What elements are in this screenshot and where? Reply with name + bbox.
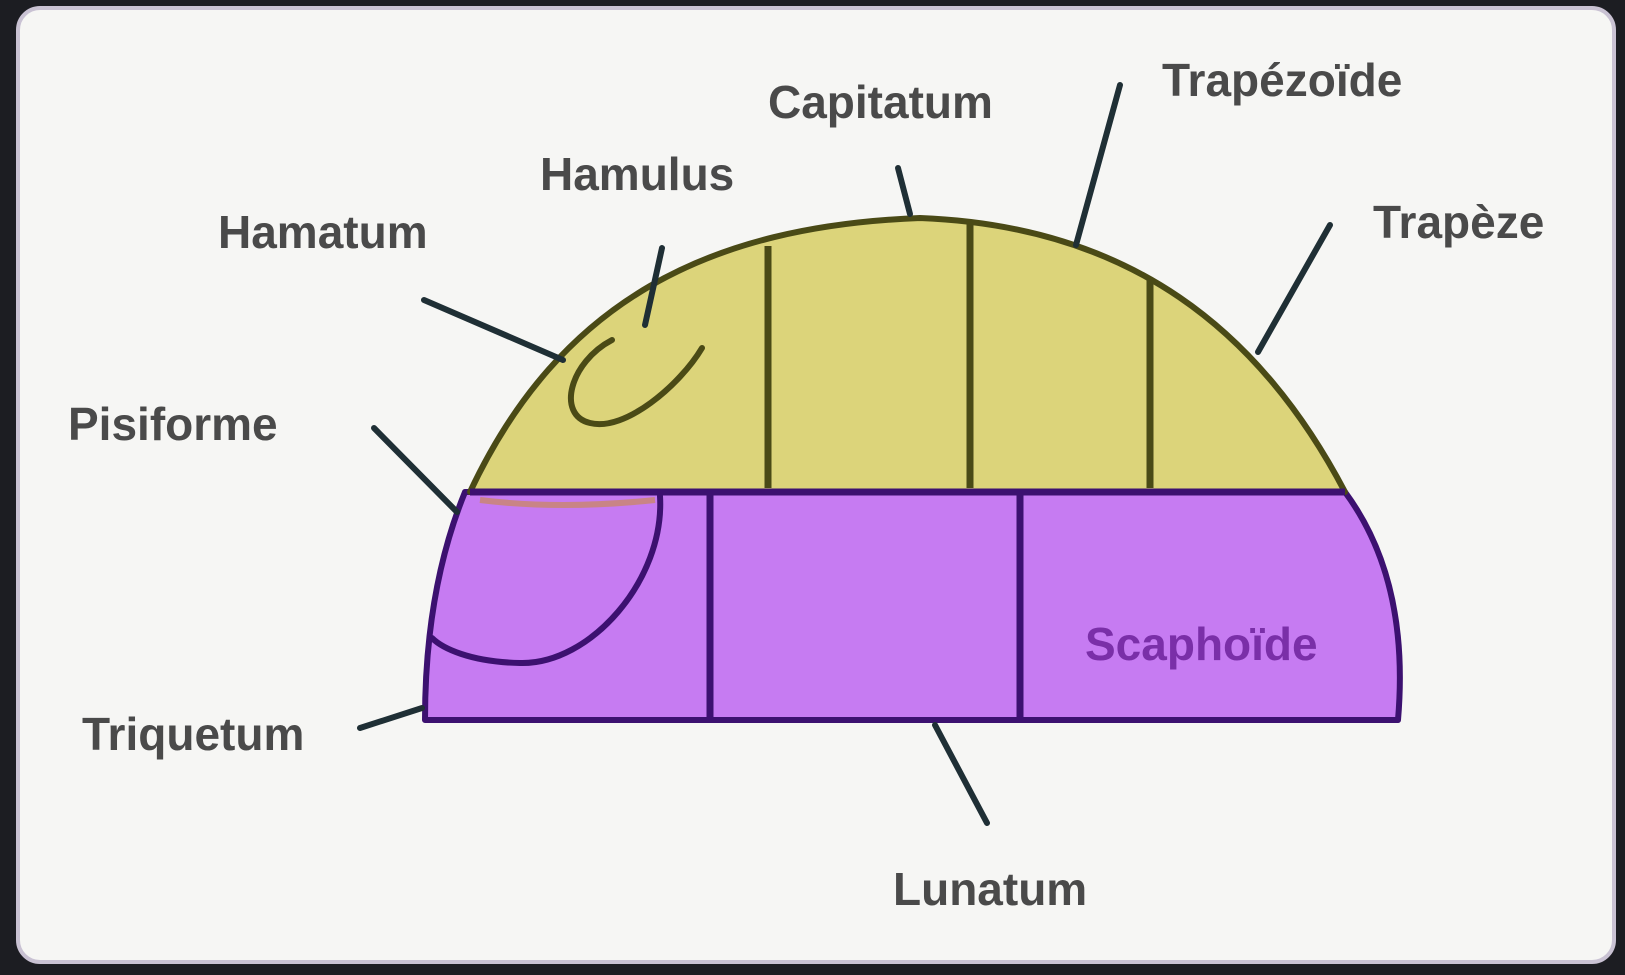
label-scaphoide: Scaphoïde	[1085, 618, 1318, 670]
label-trapeze: Trapèze	[1373, 196, 1544, 248]
label-capitatum: Capitatum	[768, 76, 993, 128]
label-hamatum: Hamatum	[218, 206, 428, 258]
label-triquetum: Triquetum	[82, 708, 304, 760]
proximal-row	[425, 492, 1400, 720]
label-trapezoide: Trapézoïde	[1162, 54, 1402, 106]
label-hamulus: Hamulus	[540, 148, 734, 200]
label-pisiforme: Pisiforme	[68, 398, 278, 450]
label-lunatum: Lunatum	[893, 863, 1087, 915]
